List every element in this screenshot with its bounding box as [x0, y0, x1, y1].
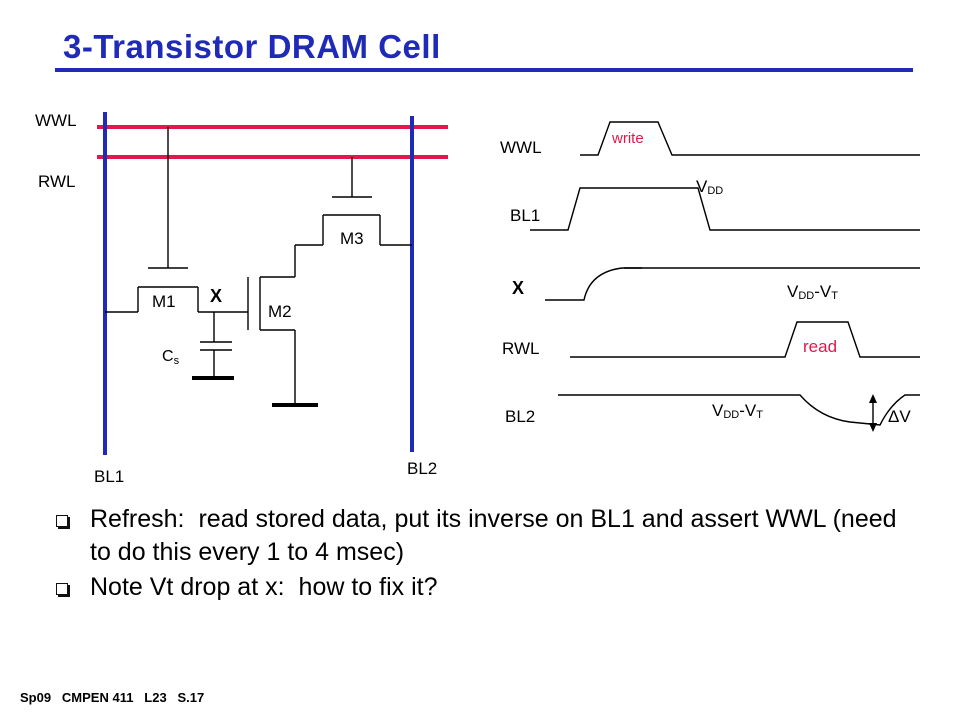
bl1-waveform [530, 187, 920, 231]
write-label: write [611, 130, 644, 147]
dram-diagram: WWL RWL BL1 BL2 M1 M2 M3 X Cs WWL write … [35, 111, 920, 486]
rwl-label: RWL [38, 172, 75, 191]
title-underline [55, 68, 913, 72]
wave-x-label: X [512, 278, 524, 298]
bl2-waveform [558, 394, 920, 426]
rwl-waveform [570, 321, 920, 358]
bullet-list: Refresh:read stored data, put its invers… [55, 503, 915, 606]
wwl-label: WWL [35, 111, 77, 130]
wwl-waveform [580, 121, 920, 156]
slide-footer: Sp09 CMPEN 411 L23 S.17 [20, 690, 205, 705]
bullet-text: how to fix it? [298, 573, 438, 601]
delta-v-label: ΔV [888, 407, 911, 426]
wave-bl2-label: BL2 [505, 407, 535, 426]
read-label: read [803, 337, 837, 356]
bl2-label: BL2 [407, 459, 437, 478]
x-node-label: X [210, 286, 222, 306]
checkbox-bullet-icon [56, 583, 68, 595]
bullet-item-refresh: Refresh:read stored data, put its invers… [55, 503, 915, 569]
vdd-label: VDD [696, 177, 723, 197]
wave-wwl-label: WWL [500, 138, 542, 157]
bl1-label: BL1 [94, 467, 124, 486]
waveform-labels: WWL write BL1 VDD X VDD-VT RWL read BL2 … [500, 130, 911, 426]
timing-waveforms [530, 121, 920, 432]
circuit-schematic: WWL RWL BL1 BL2 M1 M2 M3 X Cs [35, 111, 448, 486]
bl2-vdd-vt-label: VDD-VT [712, 401, 763, 421]
bullet-item-vt-drop: Note Vt drop at x: how to fix it? [55, 571, 915, 604]
m2-label: M2 [268, 302, 292, 321]
wave-rwl-label: RWL [502, 339, 539, 358]
cs-label: Cs [162, 348, 180, 367]
page-title: 3-Transistor DRAM Cell [63, 28, 441, 65]
x-waveform [545, 267, 920, 301]
x-vdd-vt-label: VDD-VT [787, 282, 838, 302]
bullet-lead: Note Vt drop at x: [90, 573, 285, 601]
wave-bl1-label: BL1 [510, 206, 540, 225]
m3-label: M3 [340, 229, 364, 248]
m1-label: M1 [152, 292, 176, 311]
checkbox-bullet-icon [56, 515, 68, 527]
bullet-lead: Refresh: [90, 505, 185, 533]
bullet-text: read stored data, put its inverse on BL1… [90, 505, 897, 566]
